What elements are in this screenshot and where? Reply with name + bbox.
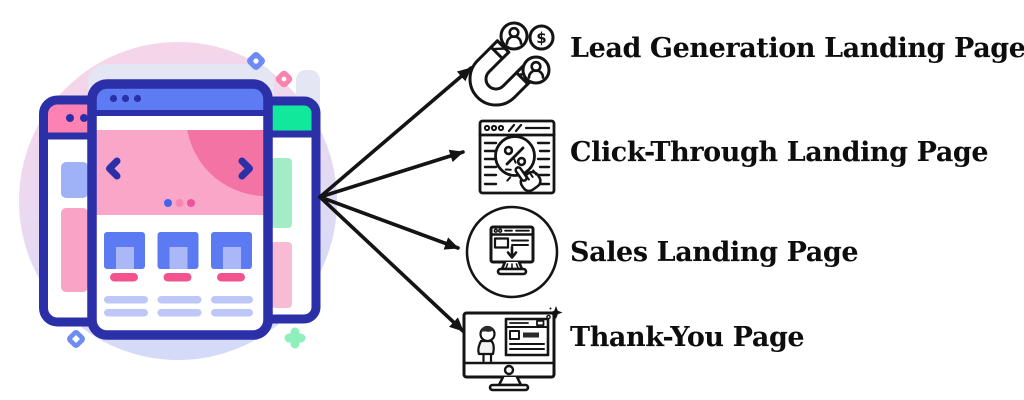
sparkle-decoration <box>546 306 563 320</box>
label-thank-you-page: Thank-You Page <box>570 322 805 353</box>
main-browser-window <box>87 79 273 340</box>
label-sales-landing-page: Sales Landing Page <box>570 237 859 268</box>
carousel-dot <box>164 199 172 207</box>
arrow-to-sales <box>318 195 460 250</box>
blue-diamond-decoration <box>67 330 85 348</box>
label-lead-generation-landing-page: Lead Generation Landing Page <box>570 33 1024 64</box>
carousel-dot <box>187 199 195 207</box>
percent-glyph <box>503 145 527 167</box>
lead-magnet-icon: $ <box>468 21 555 107</box>
arrow-to-click-through <box>318 149 465 199</box>
arrow-to-thank-you <box>318 195 465 333</box>
hero-carousel <box>96 130 264 215</box>
blue-diamond-decoration <box>247 52 265 70</box>
browser-windows-illustration <box>19 42 337 360</box>
thank-you-monitor-icon <box>462 306 563 392</box>
arrow-to-lead-generation <box>318 66 473 199</box>
label-click-through-landing-page: Click-Through Landing Page <box>570 137 989 168</box>
carousel-next-chevron <box>238 157 253 180</box>
carousel-dot <box>175 199 184 207</box>
sales-monitor-circle-icon <box>465 205 559 299</box>
carousel-prev-chevron <box>106 157 121 180</box>
pink-diamond-decoration <box>275 70 293 88</box>
download-arrow <box>506 245 518 259</box>
fan-arrows <box>318 66 473 333</box>
click-through-browser-icon <box>478 119 556 195</box>
green-sparkle-decoration <box>284 327 306 349</box>
page-panel <box>504 317 550 357</box>
dollar-glyph: $ <box>536 29 546 47</box>
click-hand-cursor <box>504 157 542 193</box>
content-cards <box>104 232 253 317</box>
bowing-person <box>477 325 496 363</box>
